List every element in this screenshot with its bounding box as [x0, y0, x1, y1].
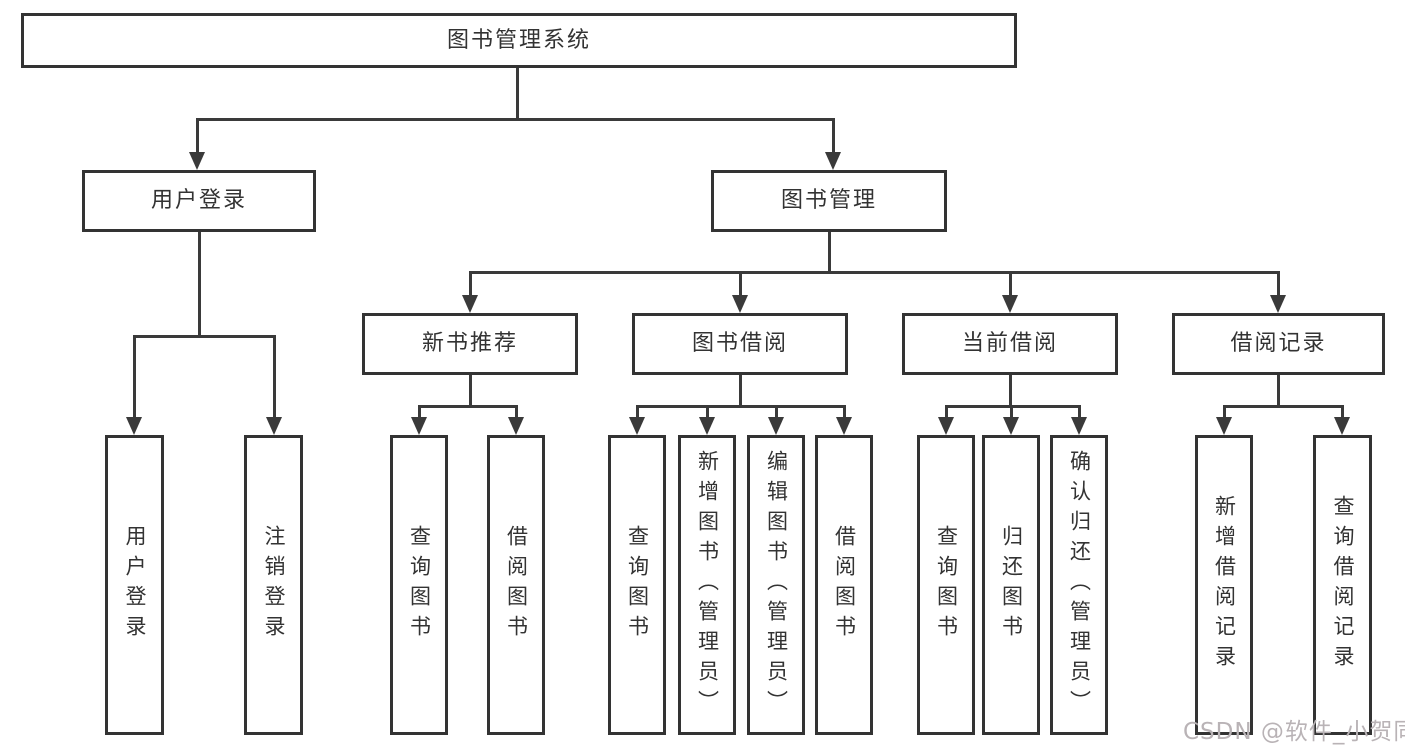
connector-arrow — [768, 417, 784, 435]
node-book-borrowing: 图书借阅 — [632, 313, 848, 375]
connector-arrow — [1003, 417, 1019, 435]
node-label: 注销登录 — [262, 525, 286, 645]
leaf-current-confirm-return-admin: 确认归还（管理员） — [1050, 435, 1108, 735]
connector-line — [273, 337, 276, 418]
connector-line — [469, 375, 472, 408]
connector-line — [636, 405, 639, 419]
node-label: 查询图书 — [625, 525, 650, 645]
connector-line — [706, 405, 709, 419]
node-label: 图书管理系统 — [446, 27, 591, 53]
connector-line — [516, 68, 519, 120]
connector-arrow — [1334, 417, 1350, 435]
leaf-borrow-edit-books-admin: 编辑图书（管理员） — [747, 435, 805, 735]
node-label: 查询图书 — [934, 525, 959, 645]
leaf-records-query-record: 查询借阅记录 — [1313, 435, 1372, 735]
node-label: 借阅图书 — [504, 525, 529, 645]
connector-arrow — [411, 417, 427, 435]
leaf-borrow-borrow-books: 借阅图书 — [815, 435, 873, 735]
leaf-records-add-record: 新增借阅记录 — [1195, 435, 1253, 735]
connector-arrow — [732, 295, 748, 313]
node-label: 新书推荐 — [421, 331, 518, 356]
connector-line — [1277, 375, 1280, 408]
connector-line — [636, 405, 845, 408]
leaf-current-query-books: 查询图书 — [917, 435, 975, 735]
connector-line — [1009, 273, 1012, 297]
node-user-login: 用户登录 — [82, 170, 316, 232]
connector-arrow — [508, 417, 524, 435]
connector-arrow — [462, 295, 478, 313]
connector-line — [418, 405, 421, 419]
node-label: 新增借阅记录 — [1212, 495, 1237, 675]
connector-arrow — [825, 152, 841, 170]
node-library-management-system: 图书管理系统 — [21, 13, 1017, 68]
node-label: 新增图书（管理员） — [695, 450, 720, 720]
node-label: 借阅记录 — [1230, 331, 1327, 356]
connector-line — [1341, 405, 1344, 419]
connector-line — [832, 120, 835, 153]
leaf-borrow-add-books-admin: 新增图书（管理员） — [678, 435, 736, 735]
connector-arrow — [1270, 295, 1286, 313]
node-label: 当前借阅 — [961, 331, 1058, 356]
connector-line — [1009, 375, 1012, 408]
connector-line — [1277, 273, 1280, 297]
connector-line — [469, 273, 472, 297]
leaf-borrow-query-books: 查询图书 — [608, 435, 666, 735]
connector-arrow — [266, 417, 282, 435]
connector-line — [739, 375, 742, 408]
node-label: 图书借阅 — [691, 331, 788, 356]
connector-line — [196, 120, 199, 153]
connector-line — [1078, 405, 1081, 419]
connector-arrow — [1216, 417, 1232, 435]
node-label: 用户登录 — [150, 188, 247, 213]
connector-line — [828, 232, 831, 274]
csdn-watermark: CSDN @软件_小贺同学 — [1183, 719, 1405, 745]
node-label: 查询借阅记录 — [1331, 495, 1355, 675]
node-label: 借阅图书 — [832, 525, 857, 645]
node-label: 用户登录 — [123, 525, 147, 645]
connector-arrow — [629, 417, 645, 435]
node-label: 图书管理 — [780, 188, 877, 213]
node-book-management: 图书管理 — [711, 170, 947, 232]
connector-line — [515, 405, 518, 419]
connector-line — [945, 405, 948, 419]
connector-line — [198, 232, 201, 338]
node-label: 编辑图书（管理员） — [764, 450, 789, 720]
node-label: 归还图书 — [999, 525, 1024, 645]
node-label: 查询图书 — [407, 525, 432, 645]
node-label: 确认归还（管理员） — [1067, 450, 1092, 720]
connector-line — [739, 273, 742, 297]
connector-arrow — [126, 417, 142, 435]
connector-arrow — [699, 417, 715, 435]
connector-line — [133, 337, 136, 418]
connector-arrow — [1002, 295, 1018, 313]
node-new-book-recommend: 新书推荐 — [362, 313, 578, 375]
leaf-newbook-query-books: 查询图书 — [390, 435, 448, 735]
connector-line — [1010, 405, 1013, 419]
connector-line — [775, 405, 778, 419]
connector-line — [945, 405, 1081, 408]
connector-line — [133, 335, 276, 338]
connector-line — [1223, 405, 1343, 408]
connector-arrow — [938, 417, 954, 435]
node-borrow-records: 借阅记录 — [1172, 313, 1385, 375]
connector-line — [418, 405, 518, 408]
node-current-borrowing: 当前借阅 — [902, 313, 1118, 375]
connector-line — [196, 118, 835, 121]
connector-arrow — [836, 417, 852, 435]
connector-line — [1223, 405, 1226, 419]
connector-arrow — [1071, 417, 1087, 435]
connector-line — [469, 271, 1280, 274]
leaf-user-login: 用户登录 — [105, 435, 164, 735]
leaf-newbook-borrow-books: 借阅图书 — [487, 435, 545, 735]
connector-arrow — [189, 152, 205, 170]
leaf-logout: 注销登录 — [244, 435, 303, 735]
leaf-current-return-books: 归还图书 — [982, 435, 1040, 735]
connector-line — [843, 405, 846, 419]
